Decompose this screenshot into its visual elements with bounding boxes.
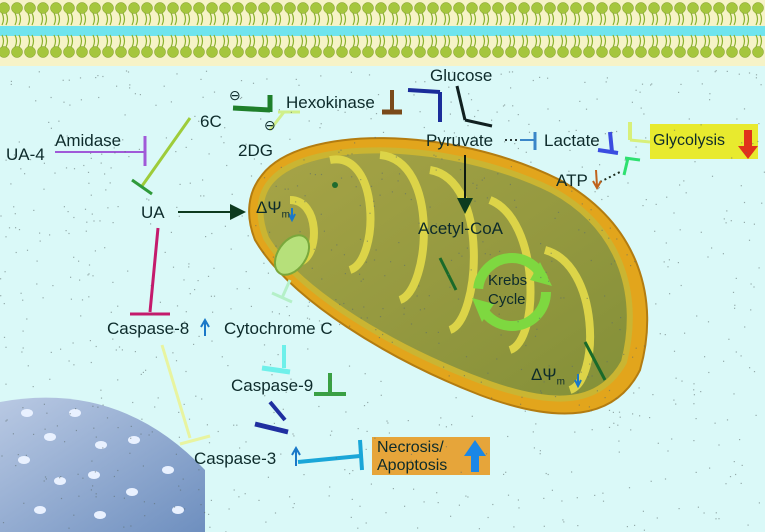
6c-to-ua-line <box>140 117 192 187</box>
cell-membrane <box>0 0 765 66</box>
label-amidase: Amidase <box>55 131 122 150</box>
label-caspase3: Caspase-3 <box>194 449 277 468</box>
label-atp: ATP <box>556 171 588 190</box>
casp3-to-necrosis-line <box>297 454 361 464</box>
label-6c: 6C <box>200 112 222 131</box>
caspase8-up-arrow <box>200 317 210 336</box>
label-caspase9: Caspase-9 <box>231 376 314 395</box>
label-ua4: UA-4 <box>6 145 45 164</box>
casp8-to-casp3-line <box>160 344 192 439</box>
cell-surface <box>0 397 205 532</box>
krebs-cycle-ring <box>472 253 552 331</box>
deltapsi-down-arrow-1 <box>288 208 296 223</box>
label-caspase8: Caspase-8 <box>107 319 190 338</box>
label-glucose: Glucose <box>430 66 493 85</box>
atp-down-arrow <box>595 169 598 187</box>
label-cytochrome-c: Cytochrome C <box>224 319 333 338</box>
label-acetyl-coa: Acetyl-CoA <box>418 219 504 238</box>
label-lactate: Lactate <box>544 131 600 150</box>
label-deltapsi-1: ΔΨm <box>256 198 290 221</box>
minus-symbol-1: ⊖ <box>229 87 241 103</box>
deltapsi-down-arrow-2 <box>574 374 582 389</box>
minus-symbol-2: ⊖ <box>264 117 276 133</box>
label-2dg: 2DG <box>238 141 273 160</box>
label-cycle: Cycle <box>488 291 526 308</box>
casp9-to-casp3-line <box>268 400 287 422</box>
label-hexokinase: Hexokinase <box>286 93 375 112</box>
glycolysis-down-arrow <box>738 130 758 159</box>
label-deltapsi-2: ΔΨm <box>531 365 565 388</box>
label-krebs: Krebs <box>488 272 528 289</box>
caspase3-up-arrow <box>291 445 301 466</box>
label-apoptosis: Apoptosis <box>377 457 448 474</box>
label-pyruvate: Pyruvate <box>426 131 494 150</box>
ua-caspase8-line <box>148 227 160 313</box>
label-ua: UA <box>141 203 165 222</box>
glycolysis-box-bg <box>650 124 758 159</box>
label-glycolysis: Glycolysis <box>653 132 726 149</box>
6c-inhibition-bar <box>232 105 271 113</box>
label-necrosis: Necrosis/ <box>377 439 444 456</box>
necrosis-up-arrow <box>464 440 486 472</box>
mitochondrion <box>248 137 649 415</box>
